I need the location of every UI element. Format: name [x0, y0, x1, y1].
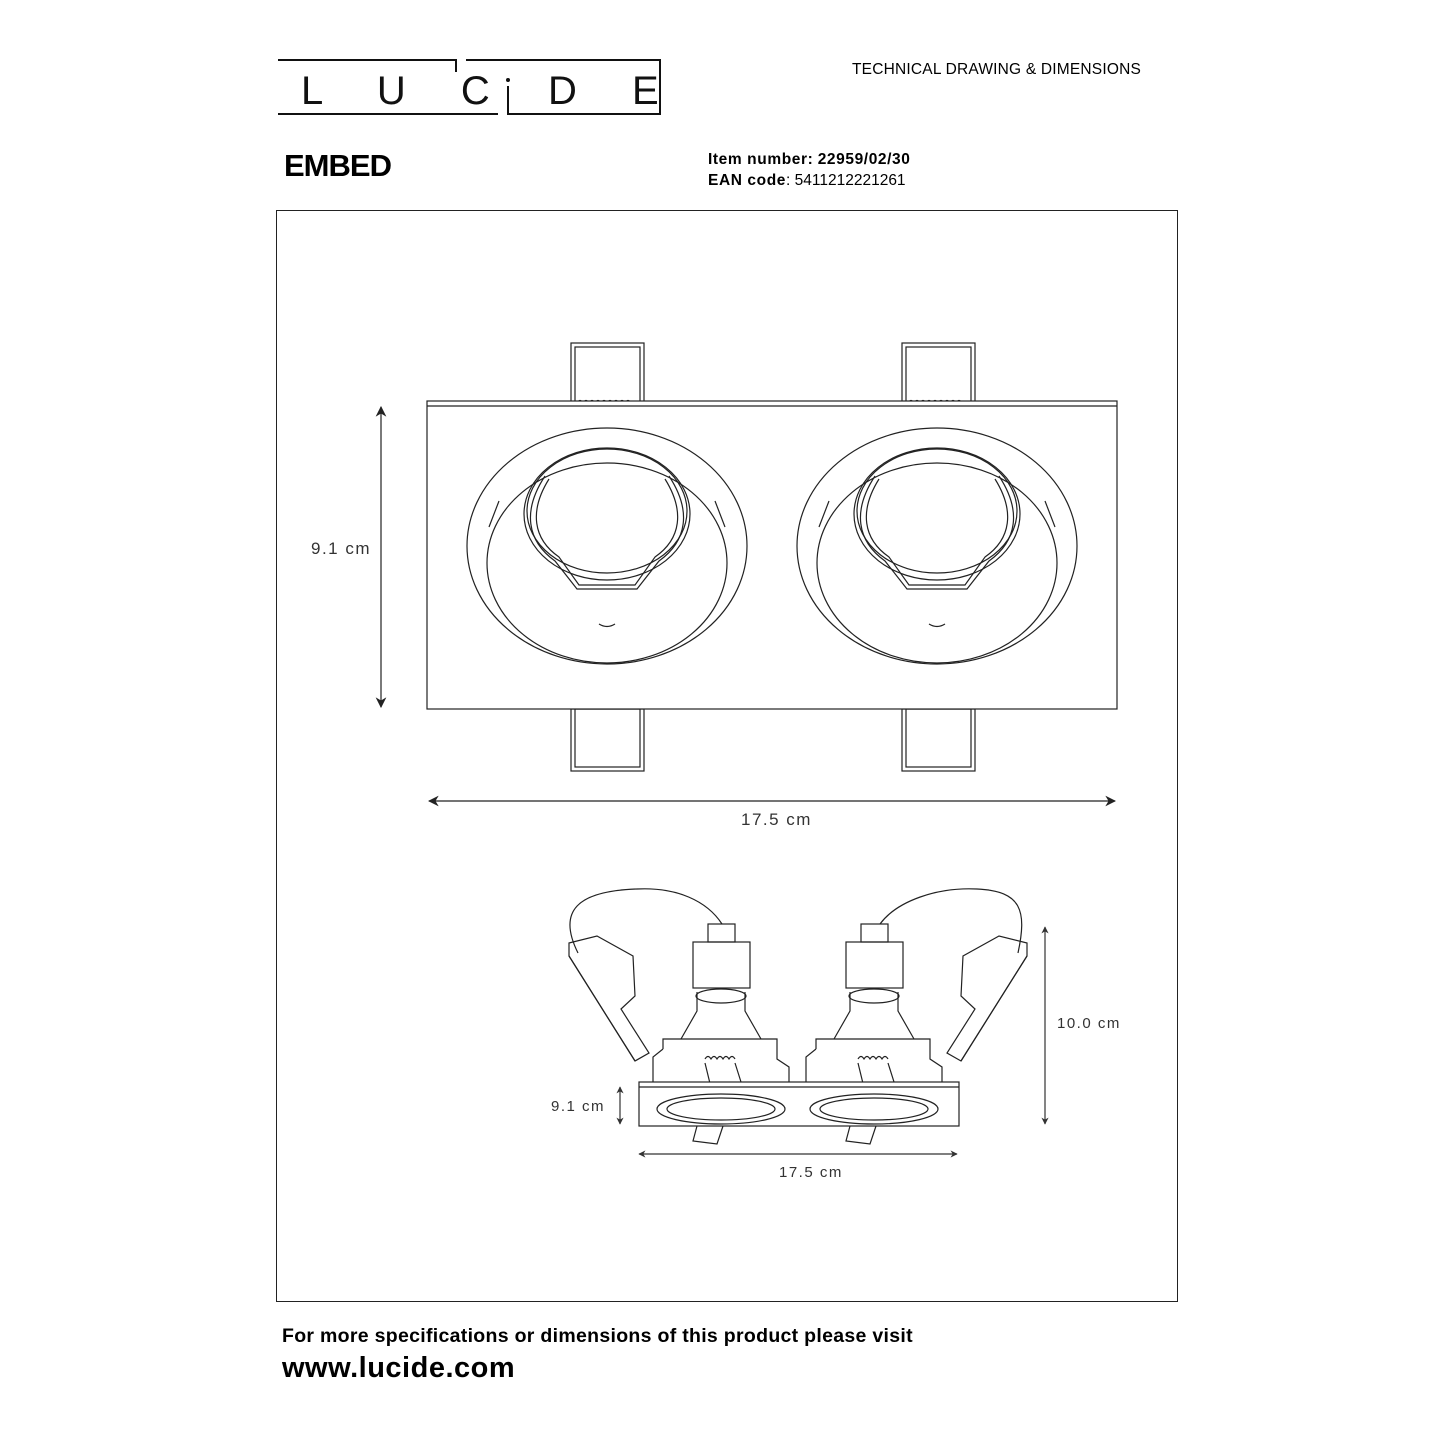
svg-text:D E: D E	[548, 69, 662, 113]
brand-logo-text: L U C	[301, 69, 512, 113]
document-type-title: TECHNICAL DRAWING & DIMENSIONS	[852, 61, 1142, 78]
ean-row: EAN code: 5411212221261	[708, 170, 911, 191]
website-link[interactable]: www.lucide.com	[282, 1352, 516, 1384]
ean-separator: :	[786, 172, 791, 189]
item-info: Item number: 22959/02/30 EAN code: 54112…	[708, 149, 911, 191]
item-number-row: Item number: 22959/02/30	[708, 149, 911, 170]
technical-drawing	[375, 342, 1118, 1158]
product-name: EMBED	[284, 148, 392, 183]
top-view-width-label: 17.5 cm	[741, 810, 812, 829]
drawing-frame: 9.1 cm 17.5 cm 9.1 cm 17.5 cm 10.0 cm	[276, 210, 1178, 1302]
item-number-label: Item number:	[708, 151, 814, 168]
side-view-width-label: 17.5 cm	[779, 1164, 843, 1181]
brand-logo: L U C D E	[276, 58, 662, 116]
item-number-value: 22959/02/30	[817, 151, 911, 168]
side-view-height-label: 9.1 cm	[551, 1098, 606, 1115]
footer-note: For more specifications or dimensions of…	[282, 1325, 913, 1347]
side-view	[568, 888, 1028, 1145]
side-view-total-height-label: 10.0 cm	[1057, 1015, 1121, 1032]
ean-value: 5411212221261	[794, 172, 906, 189]
top-view	[426, 342, 1118, 772]
top-view-height-label: 9.1 cm	[311, 539, 372, 558]
ean-label: EAN code	[708, 172, 787, 189]
